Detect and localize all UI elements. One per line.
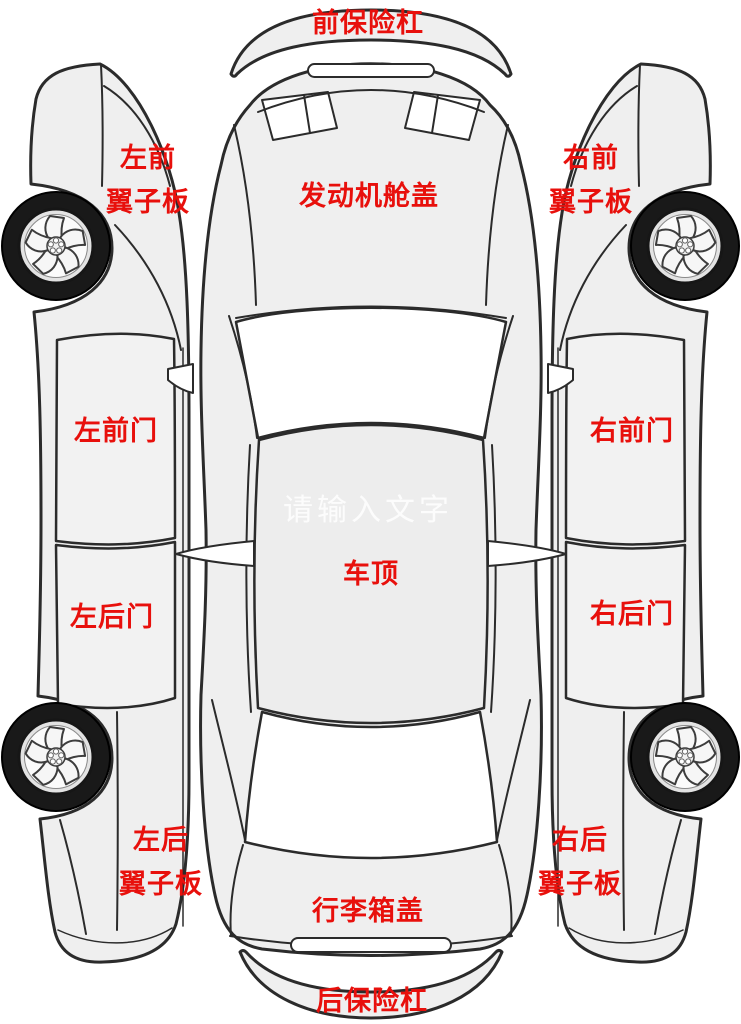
label-hood[interactable]: 发动机舱盖: [299, 181, 439, 211]
label-line: 翼子板: [119, 869, 203, 899]
label-trunk-lid[interactable]: 行李箱盖: [312, 896, 424, 926]
trunk-handle-shape: [290, 937, 452, 953]
label-line: 右前: [563, 143, 619, 173]
side-mirror-shapes: [175, 540, 567, 567]
label-front-bumper[interactable]: 前保险杠: [312, 8, 424, 38]
label-right-rear-fender[interactable]: 右后 翼子板: [538, 818, 622, 906]
front-bumper-shape[interactable]: [229, 8, 513, 78]
pillar-lines: [211, 315, 531, 841]
label-left-rear-fender[interactable]: 左后 翼子板: [119, 818, 203, 906]
label-line: 翼子板: [538, 869, 622, 899]
label-left-front-door[interactable]: 左前门: [74, 416, 158, 446]
label-line: 左后: [133, 825, 189, 855]
label-line: 右后: [552, 825, 608, 855]
label-right-front-door[interactable]: 右前门: [590, 416, 674, 446]
label-left-front-fender[interactable]: 左前 翼子板: [106, 136, 190, 224]
rear-bumper-shape[interactable]: [238, 949, 504, 1020]
label-roof[interactable]: 车顶: [343, 559, 399, 589]
label-line: 翼子板: [549, 187, 633, 217]
roof-shape[interactable]: [253, 423, 489, 725]
label-left-rear-door[interactable]: 左后门: [70, 602, 154, 632]
label-line: 左前: [120, 143, 176, 173]
front-vent-shape: [307, 63, 435, 78]
label-right-front-fender[interactable]: 右前 翼子板: [549, 136, 633, 224]
top-view-car: [175, 8, 567, 1020]
label-right-rear-door[interactable]: 右后门: [590, 599, 674, 629]
rear-window-shape: [243, 710, 499, 860]
watermark-text: 请输入文字: [283, 493, 453, 528]
label-line: 翼子板: [106, 187, 190, 217]
label-rear-bumper[interactable]: 后保险杠: [316, 986, 428, 1016]
windshield-shape: [234, 306, 508, 440]
